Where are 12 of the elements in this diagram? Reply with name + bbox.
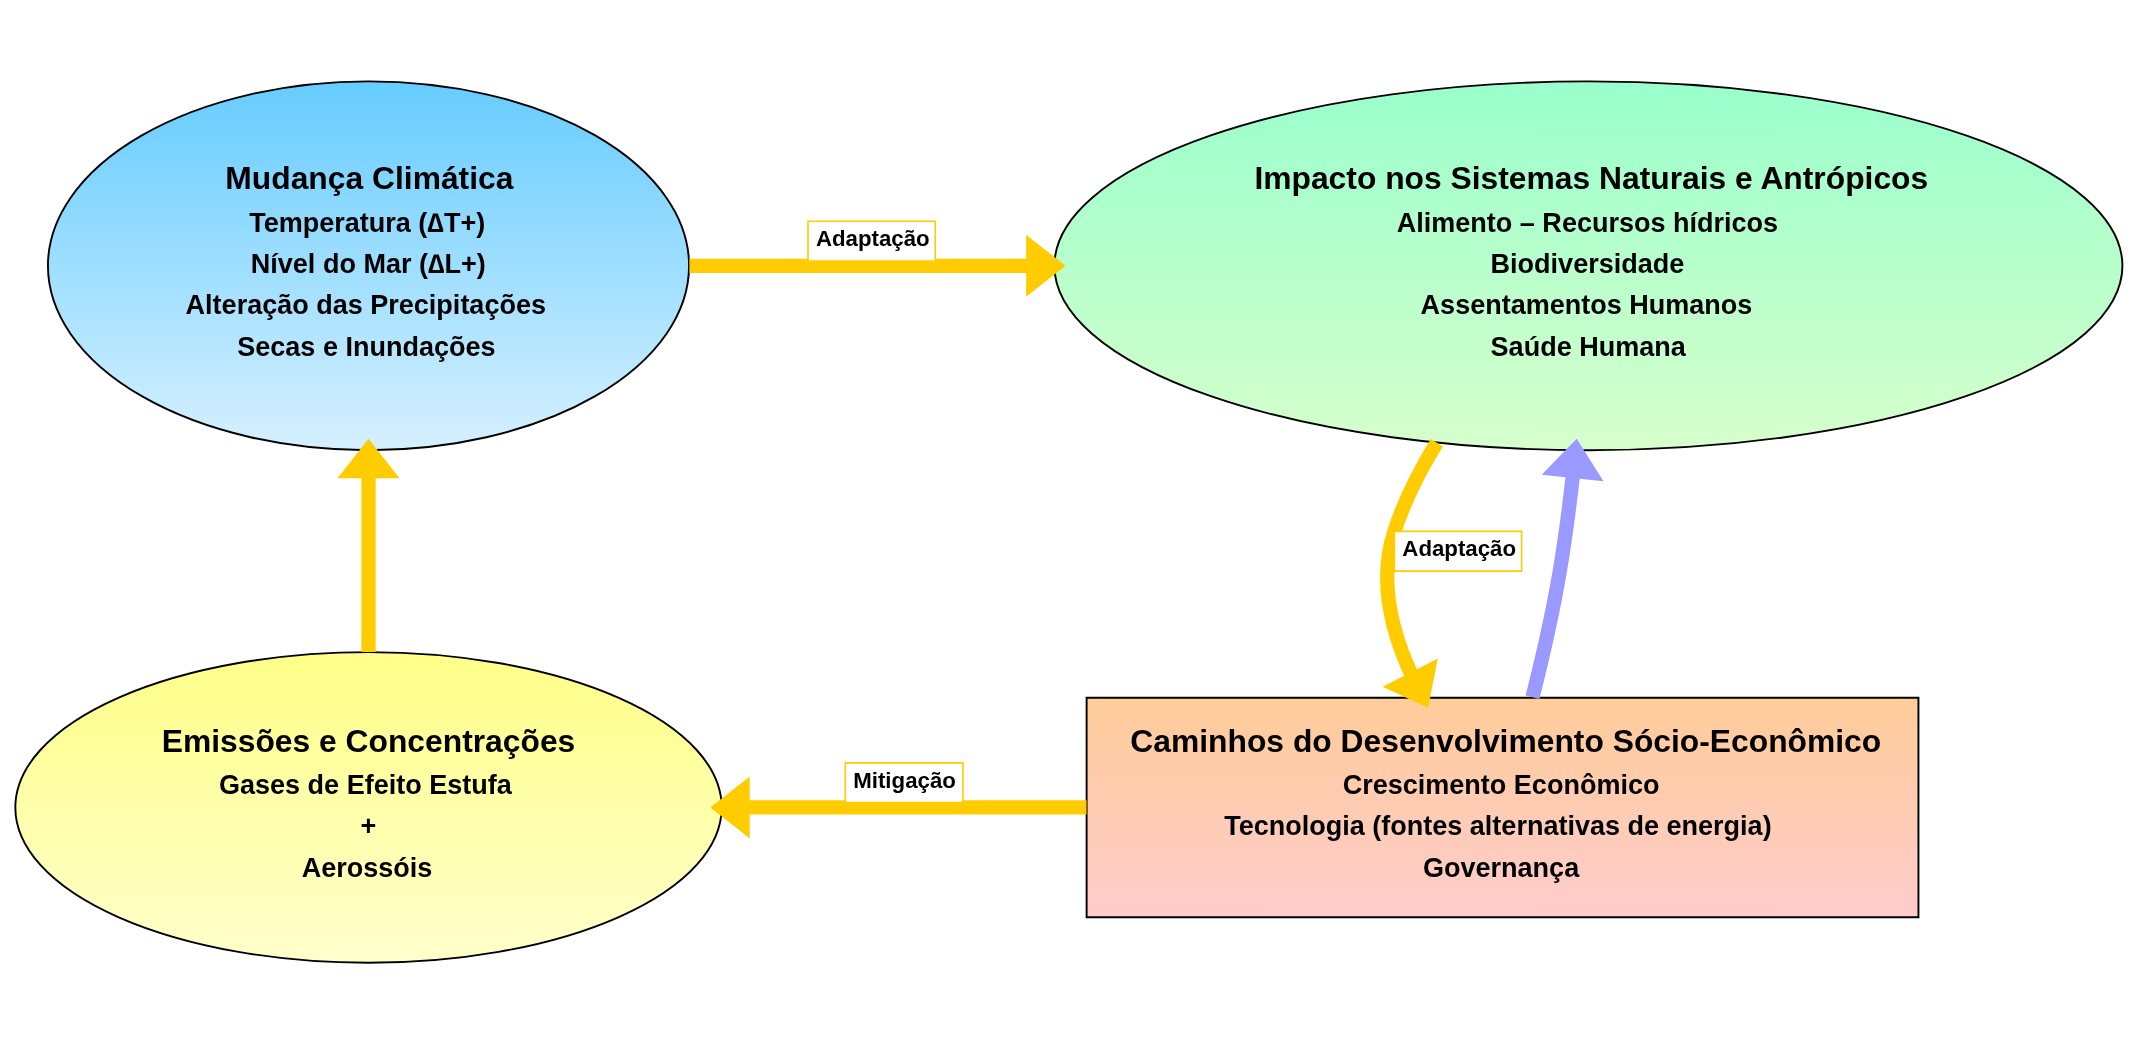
arrow	[710, 775, 1087, 838]
node-ellipse: Emissões e Concentrações Gases de Efeito Estufa + Aerossóis	[14, 650, 723, 964]
edge-label: Mitigação	[853, 767, 956, 793]
node-box: Caminhos do Desenvolvimento Sócio-Econômico Crescimento Econômico Tecnologia (fontes alternativas de energia) Governança	[1085, 696, 1920, 918]
arrow	[689, 234, 1066, 297]
arrow	[337, 438, 400, 652]
arrow	[1525, 438, 1604, 699]
arrow	[1380, 438, 1443, 708]
edge-label: Adaptação	[815, 225, 930, 251]
node-ellipse: Mudança Climática Temperatura (∆T+) Nível do Mar (∆L+) Alteração das Precipitações Secas e Inundações	[47, 79, 691, 451]
edge-label: Adaptação	[1402, 535, 1517, 561]
node-ellipse: Impacto nos Sistemas Naturais e Antrópicos Alimento – Recursos hídricos Biodiversidade Assentamentos Humanos Saúde Humana	[1053, 79, 2124, 451]
